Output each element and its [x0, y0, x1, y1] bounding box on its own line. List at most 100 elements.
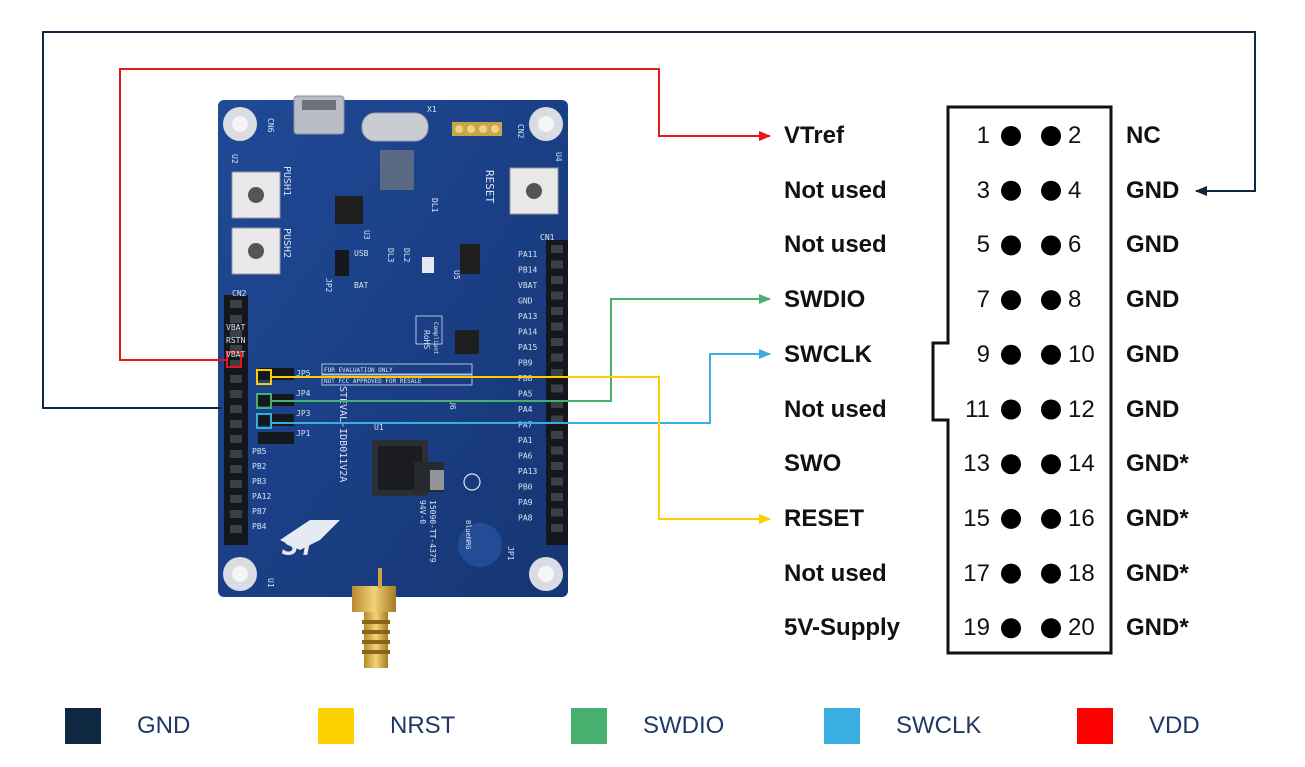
signal-label-right: GND	[1126, 340, 1180, 368]
mounting-holes	[223, 107, 563, 591]
pcb-right-pin-label: PA14	[518, 328, 537, 337]
signal-label-right: GND*	[1126, 504, 1189, 532]
pin-number-right: 10	[1068, 340, 1095, 368]
signal-label-right: GND*	[1126, 559, 1189, 587]
signal-label-left: VTref	[784, 122, 845, 149]
connector-pin-dot	[1001, 563, 1021, 584]
svg-text:CN6: CN6	[266, 118, 275, 133]
connector-pin-dot	[1001, 180, 1021, 201]
pin-number-left: 5	[976, 231, 990, 259]
legend-label-swclk: SWCLK	[896, 712, 982, 739]
connector-pin-dot	[1041, 454, 1061, 475]
silkscreen-text: CN6 CN2 X1 U2 U4 PUSH1 PUSH2 RESET USB B…	[226, 105, 563, 588]
right-header	[546, 240, 568, 545]
pcb-right-pin-label: PA1	[518, 436, 533, 445]
svg-text:U6: U6	[448, 400, 457, 410]
st-logo	[280, 520, 340, 550]
connector-pin-dot	[1001, 399, 1021, 420]
legend-item-gnd: GND	[65, 708, 190, 744]
signal-label-right: GND*	[1126, 450, 1189, 478]
legend-item-swdio: SWDIO	[571, 708, 724, 744]
svg-text:RoHS: RoHS	[422, 330, 431, 349]
pin-number-left: 11	[965, 395, 990, 423]
connector-pin-dot	[1041, 618, 1061, 639]
pcb-right-pin-label: PB0	[518, 483, 533, 492]
svg-text:NOT FCC APPROVED FOR RESALE: NOT FCC APPROVED FOR RESALE	[324, 378, 422, 385]
pcb-left-pin-label: PB3	[252, 477, 267, 486]
legend-swatch-swclk	[824, 708, 860, 744]
swclk-wire	[271, 349, 771, 424]
svg-text:STEVAL-IDB011V2A: STEVAL-IDB011V2A	[337, 386, 348, 482]
svg-text:JP4: JP4	[296, 389, 311, 398]
signal-label-right: GND	[1126, 395, 1180, 423]
legend-swatch-swdio	[571, 708, 607, 744]
pin-number-right: 4	[1068, 176, 1082, 204]
pin-number-left: 13	[963, 450, 990, 478]
svg-text:ST: ST	[282, 529, 317, 562]
signal-label-right: GND	[1126, 176, 1180, 204]
pin-number-left: 3	[976, 176, 990, 204]
legend-swatch-vdd	[1077, 708, 1113, 744]
svg-text:U4: U4	[554, 152, 563, 162]
signal-label-left: 5V-Supply	[784, 614, 901, 642]
pcb-body	[218, 100, 568, 597]
svg-text:VBAT: VBAT	[226, 350, 245, 359]
svg-text:BAT: BAT	[354, 281, 369, 290]
pin-number-left: 15	[963, 504, 990, 532]
vdd-wire	[119, 68, 771, 361]
connector-pin-dot	[1041, 399, 1061, 420]
svg-text:JP3: JP3	[296, 409, 311, 418]
svg-text:U3: U3	[362, 230, 371, 240]
connector-pin-dot	[1001, 618, 1021, 639]
wires	[42, 31, 1256, 524]
signal-label-left: RESET	[784, 504, 865, 532]
pcb-right-pin-label: PB14	[518, 266, 537, 275]
pcb-left-pin-label: PA12	[252, 492, 271, 501]
legend-item-vdd: VDD	[1077, 708, 1200, 744]
pcb-left-pin-label: PB5	[252, 447, 267, 456]
crystal	[361, 112, 429, 142]
signal-label-left: Not used	[784, 395, 887, 423]
svg-text:DL1: DL1	[430, 198, 439, 213]
pin-number-right: 6	[1068, 231, 1082, 259]
svg-text:PUSH2: PUSH2	[281, 228, 292, 258]
pcb-right-pin-label: PA6	[518, 452, 533, 461]
connector-pin-dot	[1001, 235, 1021, 256]
pcb-right-pin-label: PA8	[518, 514, 533, 523]
pcb-right-pin-label: VBAT	[518, 281, 537, 290]
signal-label-right: NC	[1126, 122, 1161, 149]
pin-number-right: 20	[1068, 614, 1095, 642]
pcb-left-pin-label: PB4	[252, 522, 267, 531]
connector-pin-dot	[1001, 126, 1021, 146]
svg-text:Compliant: Compliant	[432, 322, 439, 355]
connector-pin-dot	[1041, 344, 1061, 365]
svg-text:JP2: JP2	[324, 278, 333, 293]
signal-label-right: GND*	[1126, 614, 1189, 642]
pin-number-right: 12	[1068, 395, 1095, 423]
pin-number-left: 9	[976, 340, 990, 368]
pcb-right-pin-label: PA13	[518, 312, 537, 321]
connector-pin-dot	[1001, 454, 1021, 475]
pin-number-left: 17	[963, 559, 990, 587]
legend-item-swclk: SWCLK	[824, 708, 981, 744]
svg-text:U1: U1	[374, 423, 384, 432]
pcb-right-pin-label: PA4	[518, 405, 533, 414]
legend-item-nrst: NRST	[318, 708, 455, 744]
pcb-right-pin-label: PA9	[518, 498, 533, 507]
svg-text:PUSH1: PUSH1	[281, 166, 292, 196]
svg-text:VBAT: VBAT	[226, 323, 245, 332]
signal-label-right: GND	[1126, 286, 1180, 314]
pcb-right-pin-label: GND	[518, 297, 533, 306]
connector-pin-dot	[1001, 508, 1021, 529]
svg-text:RSTN: RSTN	[226, 336, 245, 345]
pcb-right-pin-label: PB9	[518, 359, 533, 368]
svg-text:DL3: DL3	[386, 248, 395, 263]
jtag-connector-outline	[931, 105, 1113, 655]
chips	[335, 150, 480, 496]
connector-pin-dot	[1041, 180, 1061, 201]
pin-number-left: 1	[976, 122, 990, 149]
signal-label-right: GND	[1126, 231, 1180, 259]
signal-label-left: SWO	[784, 450, 842, 478]
connector-pins	[1001, 126, 1061, 639]
